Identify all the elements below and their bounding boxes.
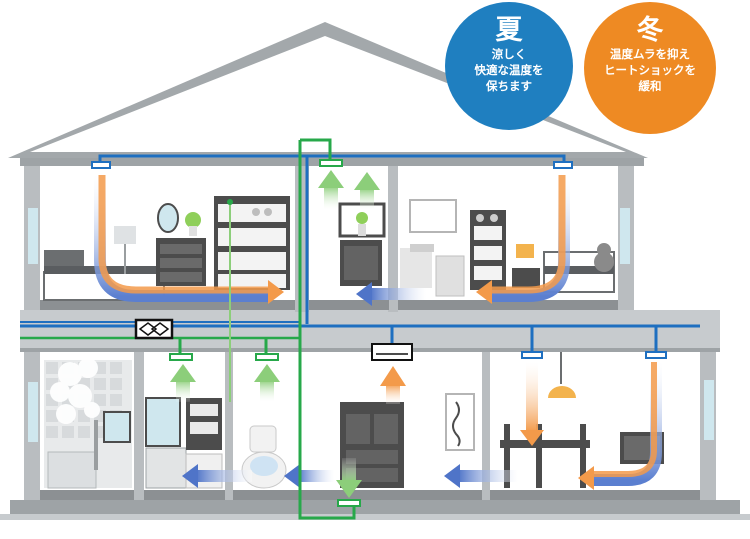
ducts <box>20 138 700 520</box>
summer-title: 夏 <box>495 15 523 46</box>
room-upper-middle <box>338 202 386 286</box>
bedroom-upper-left <box>43 196 290 301</box>
summer-badge: 夏 涼しく 快適な温度を 保ちます <box>445 2 573 130</box>
winter-badge: 冬 温度ムラを抑え ヒートショックを 緩和 <box>584 2 716 134</box>
bathroom <box>44 358 132 489</box>
living-room <box>340 393 475 488</box>
dining-room <box>500 352 664 488</box>
winter-title: 冬 <box>636 15 664 46</box>
upper-floor-surfaces <box>40 300 700 500</box>
room-upper-right <box>400 199 615 297</box>
windows <box>28 208 714 442</box>
airflow-arrows <box>94 170 662 498</box>
washroom <box>145 397 223 489</box>
winter-text: 温度ムラを抑え ヒートショックを 緩和 <box>604 47 696 93</box>
summer-text: 涼しく 快適な温度を 保ちます <box>474 47 544 93</box>
